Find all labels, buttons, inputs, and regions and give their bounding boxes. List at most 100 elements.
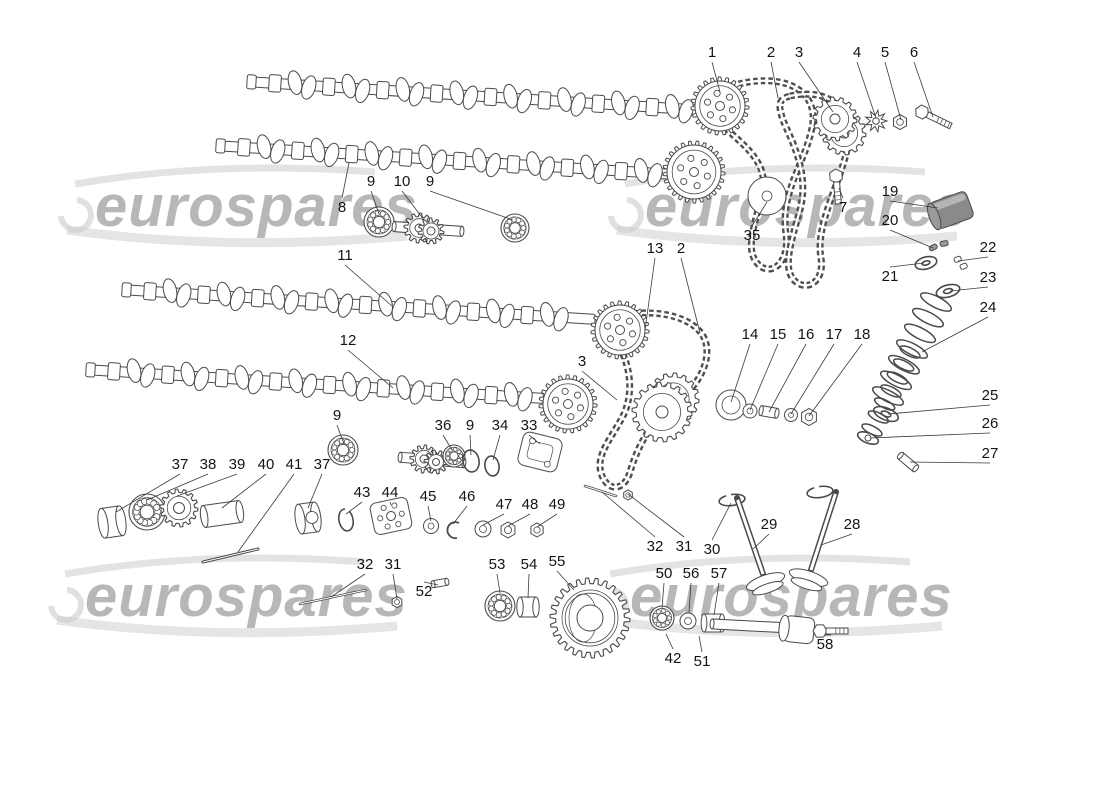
camshaft-3 (121, 278, 596, 332)
callout-leader (768, 343, 807, 413)
callout-leader (482, 513, 505, 526)
part-number-3: 3 (795, 44, 803, 61)
part-number-22: 22 (980, 239, 997, 256)
callout-leader (237, 473, 295, 553)
ring (942, 287, 954, 295)
callout-leader (423, 581, 439, 586)
callout-leader (889, 229, 934, 249)
cam-sprocket (662, 140, 726, 204)
callout-leader (370, 190, 380, 215)
part-number-43: 43 (354, 484, 371, 501)
part-number-32: 32 (647, 538, 664, 555)
part-number-8: 8 (338, 199, 346, 216)
washer (742, 403, 758, 419)
ring (856, 430, 880, 446)
washer (747, 176, 787, 216)
part-number-9: 9 (333, 407, 341, 424)
callout-leader (536, 513, 558, 528)
callout-leader (527, 573, 530, 599)
roller-bearing (500, 213, 530, 243)
callout-leader (889, 200, 939, 209)
part-number-35: 35 (744, 227, 761, 244)
cam-sprocket (690, 76, 750, 136)
part-number-56: 56 (683, 565, 700, 582)
camshaft-1 (246, 70, 703, 124)
tensioner-plate (369, 497, 413, 535)
callout-leader (115, 473, 181, 513)
part-number-2: 2 (677, 240, 685, 257)
valve (788, 489, 839, 592)
washer (423, 518, 439, 534)
gear (423, 449, 449, 475)
part-number-25: 25 (982, 387, 999, 404)
part-number-31: 31 (676, 538, 693, 555)
callout-leader (921, 316, 989, 353)
callout-leader (869, 432, 991, 439)
part-number-53: 53 (489, 556, 506, 573)
gear (417, 217, 445, 245)
part-number-34: 34 (492, 417, 509, 434)
part-number-21: 21 (882, 268, 899, 285)
cylinder-part (896, 451, 920, 473)
roller-bearing (442, 444, 466, 468)
ring (806, 485, 834, 499)
part-number-45: 45 (420, 488, 437, 505)
valve-spring (871, 292, 953, 406)
part-number-9: 9 (367, 173, 375, 190)
part-number-40: 40 (258, 456, 275, 473)
callout-leader (601, 491, 656, 538)
part-number-52: 52 (416, 583, 433, 600)
gear (159, 488, 199, 528)
callout-leader (307, 473, 323, 509)
part-number-7: 7 (839, 199, 847, 216)
ring (914, 255, 938, 271)
part-number-9: 9 (466, 417, 474, 434)
roller-bearing (363, 206, 395, 238)
roller-bearing (649, 605, 675, 631)
callout-leader (330, 573, 366, 598)
part-number-3: 3 (578, 353, 586, 370)
part-number-39: 39 (229, 456, 246, 473)
nut (801, 407, 817, 427)
callout-leader (887, 404, 991, 415)
part-number-42: 42 (665, 650, 682, 667)
star-washer (864, 108, 889, 134)
part-number-15: 15 (770, 326, 787, 343)
watermark-text: eurospares (95, 174, 418, 239)
cam-sprocket (538, 374, 598, 434)
gear (631, 381, 693, 443)
camshaft-2 (215, 134, 677, 188)
callout-leader (347, 349, 394, 389)
ring (921, 260, 931, 266)
callout-leader (680, 257, 701, 334)
gear-face-ring (561, 589, 619, 647)
callout-leader (345, 501, 363, 515)
part-number-47: 47 (496, 496, 513, 513)
part-number-29: 29 (761, 516, 778, 533)
callout-leader (341, 162, 350, 199)
roller-bearing (128, 493, 166, 531)
callout-leader (749, 343, 779, 411)
callout-leader (427, 505, 432, 522)
part-number-24: 24 (980, 299, 997, 316)
cylinder-part (97, 505, 127, 539)
part-number-58: 58 (817, 636, 834, 653)
callout-leader (644, 257, 656, 331)
nut (391, 595, 403, 609)
tappet-bucket (715, 389, 747, 421)
ring (935, 283, 961, 299)
washer (784, 408, 798, 422)
roller-bearing (484, 590, 516, 622)
part-number-41: 41 (286, 456, 303, 473)
part-number-44: 44 (382, 484, 399, 501)
part-number-5: 5 (881, 44, 889, 61)
part-number-19: 19 (882, 183, 899, 200)
callout-leader (711, 61, 721, 93)
part-number-16: 16 (798, 326, 815, 343)
part-number-31: 31 (385, 556, 402, 573)
ring (880, 410, 892, 418)
callout-leader (507, 513, 531, 527)
